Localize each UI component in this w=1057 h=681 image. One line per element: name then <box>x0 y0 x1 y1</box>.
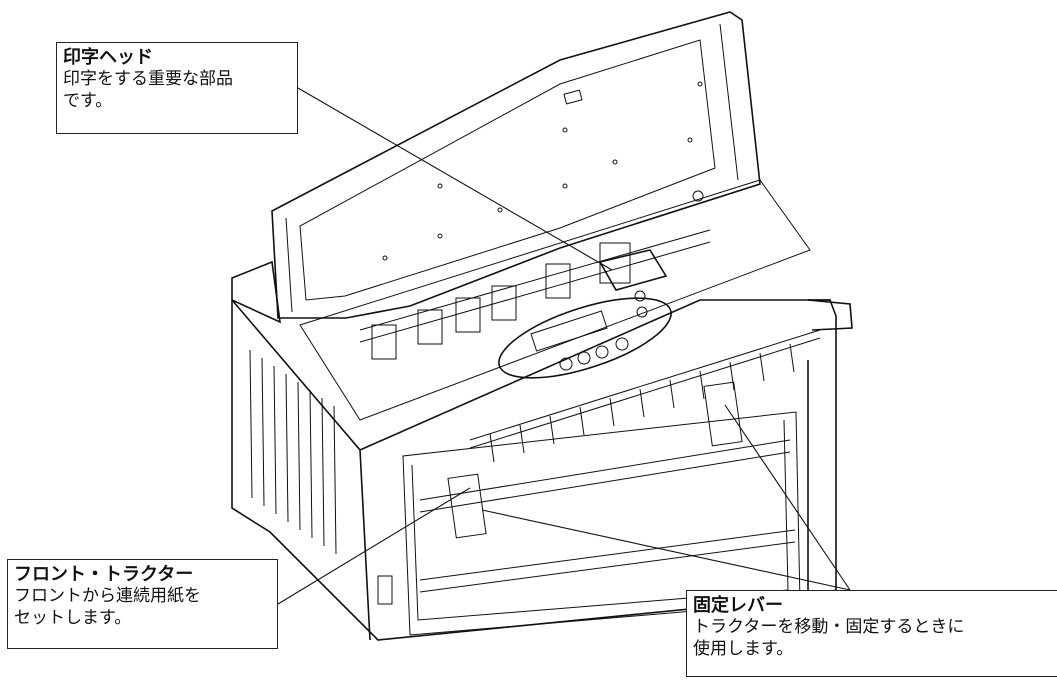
callout-lock-lever: 固定レバー トラクターを移動・固定するときに 使用します。 <box>686 590 1057 677</box>
callout-description: フロントから連続用紙を <box>14 586 201 607</box>
control-panel <box>498 297 672 379</box>
callout-description: トラクターを移動・固定するときに <box>693 617 965 638</box>
tractor-teeth <box>469 329 821 463</box>
print-head-graphic <box>598 249 668 291</box>
callout-description: 使用します。 <box>693 638 794 659</box>
leader-line-lock-lever-1 <box>724 404 851 591</box>
leader-lines <box>277 87 851 605</box>
callout-title: 印字ヘッド <box>63 47 153 68</box>
printer-lid <box>271 11 761 319</box>
leader-line-front-tractor <box>277 487 471 605</box>
leader-line-lock-lever-2 <box>481 509 851 591</box>
callout-title: フロント・トラクター <box>14 564 194 585</box>
callout-description: 印字をする重要な部品 <box>63 69 233 90</box>
callout-print-head: 印字ヘッド 印字をする重要な部品 です。 <box>56 42 298 134</box>
callout-front-tractor: フロント・トラクター フロントから連続用紙を セットします。 <box>7 559 278 649</box>
callout-description: です。 <box>63 90 113 111</box>
callout-description: セットします。 <box>14 607 132 628</box>
printer-interior <box>299 179 811 421</box>
vent-grille <box>249 349 337 555</box>
leader-line-print-head <box>297 87 613 271</box>
front-tractor-graphic <box>419 381 796 593</box>
callout-title: 固定レバー <box>693 595 783 616</box>
